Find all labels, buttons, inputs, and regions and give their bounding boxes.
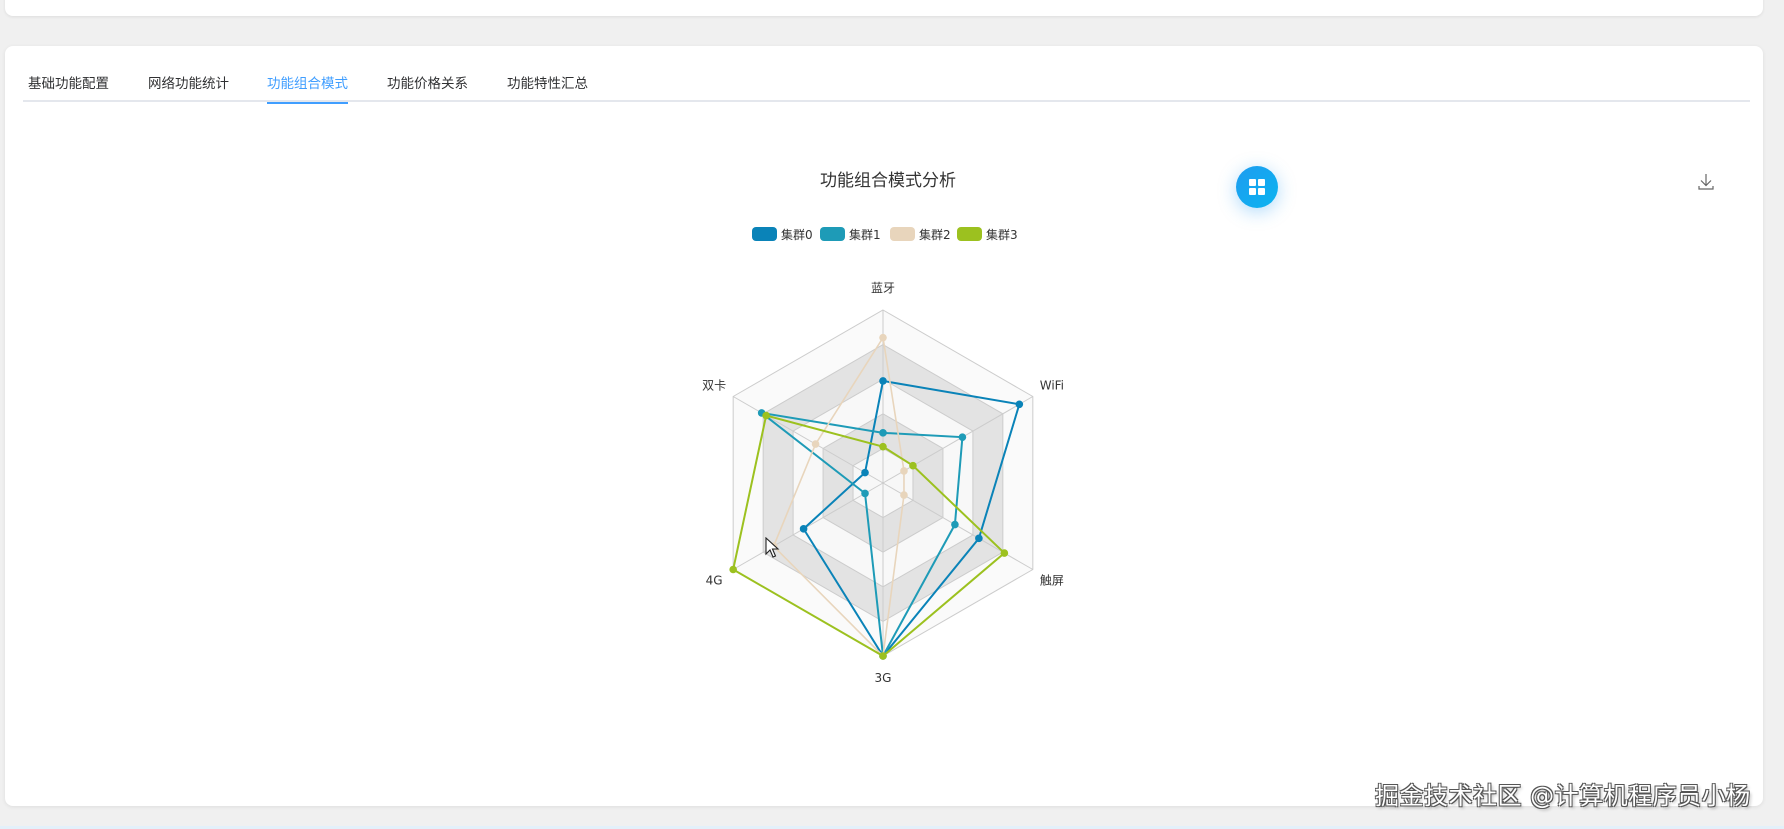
axis-line — [732, 396, 884, 484]
data-point — [879, 333, 887, 342]
data-point — [861, 489, 869, 498]
mouse-cursor-icon — [765, 537, 780, 558]
data-point — [951, 520, 959, 529]
tab-bar: 基础功能配置 网络功能统计 功能组合模式 功能价格关系 功能特性汇总 — [23, 74, 1750, 104]
legend-swatch — [957, 227, 982, 241]
data-point — [799, 525, 808, 533]
axis-label-4: 4G — [706, 574, 723, 588]
tab-network-stats[interactable]: 网络功能统计 — [148, 76, 229, 92]
top-card — [5, 0, 1763, 16]
legend-label: 集群3 — [986, 227, 1018, 242]
tab-price-relation[interactable]: 功能价格关系 — [387, 76, 468, 92]
data-point — [958, 433, 967, 441]
legend-swatch — [820, 227, 845, 241]
axis-line — [732, 482, 884, 570]
data-point — [861, 468, 869, 477]
tab-basic-config[interactable]: 基础功能配置 — [28, 76, 109, 92]
download-button[interactable] — [1695, 171, 1717, 193]
data-point — [909, 461, 917, 470]
legend-item-cluster2[interactable]: 集群2 — [890, 226, 951, 242]
watermark: 掘金技术社区 @计算机程序员小杨 — [1375, 782, 1751, 810]
axis-label-1: WiFi — [1040, 379, 1064, 393]
data-point — [879, 652, 887, 660]
bottom-strip — [0, 826, 1784, 829]
data-point — [1015, 400, 1024, 409]
data-point — [975, 534, 983, 543]
axis-line — [882, 396, 1034, 484]
axis-label-5: 双卡 — [702, 379, 726, 393]
data-point — [879, 442, 887, 451]
tab-combination-pattern[interactable]: 功能组合模式 — [267, 74, 348, 104]
legend-swatch — [890, 227, 915, 241]
chart-title: 功能组合模式分析 — [820, 171, 956, 191]
data-point — [729, 565, 737, 574]
data-point — [762, 411, 770, 420]
axis-label-2: 触屏 — [1040, 574, 1064, 588]
data-point — [900, 467, 908, 475]
data-point — [1000, 549, 1009, 557]
axis-label-0: 蓝牙 — [871, 281, 895, 295]
view-toggle-button[interactable] — [1236, 166, 1278, 208]
data-point — [879, 429, 887, 437]
legend-label: 集群2 — [919, 227, 951, 242]
legend-item-cluster1[interactable]: 集群1 — [820, 226, 881, 242]
tab-feature-summary[interactable]: 功能特性汇总 — [507, 76, 588, 92]
legend-item-cluster3[interactable]: 集群3 — [957, 226, 1018, 242]
legend-label: 集群0 — [781, 227, 813, 242]
legend-item-cluster0[interactable]: 集群0 — [752, 226, 813, 242]
download-icon — [1698, 174, 1714, 190]
data-point — [811, 440, 820, 448]
grid-icon — [1249, 179, 1265, 195]
legend-swatch — [752, 227, 777, 241]
data-point — [900, 491, 908, 499]
legend-label: 集群1 — [849, 227, 881, 242]
data-point — [879, 377, 887, 385]
axis-label-3: 3G — [875, 671, 892, 685]
